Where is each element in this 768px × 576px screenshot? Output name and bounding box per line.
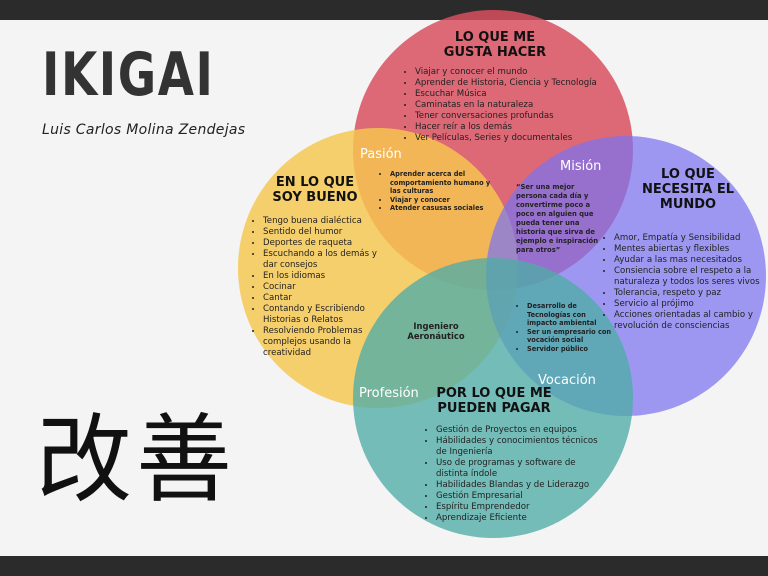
list-item: Gestión de Proyectos en equipos bbox=[436, 425, 608, 436]
list-item: Acciones orientadas al cambio y revoluci… bbox=[614, 310, 766, 332]
list-vocation: Desarrollo de Tecnologías con impacto am… bbox=[517, 302, 617, 354]
list-passion: Aprender acerca del comportamiento human… bbox=[380, 170, 492, 213]
list-item: Servicio al prójimo bbox=[614, 299, 766, 310]
list-item: Espíritu Emprendedor bbox=[436, 502, 608, 513]
list-item: Uso de programas y software de distinta … bbox=[436, 458, 608, 480]
kaizen-kanji: 改善 bbox=[36, 404, 236, 516]
list-item: Hacer reír a los demás bbox=[415, 122, 630, 133]
list-item: Deportes de raqueta bbox=[263, 238, 391, 249]
list-item: Tengo buena dialéctica bbox=[263, 216, 391, 227]
list-item: Tolerancia, respeto y paz bbox=[614, 288, 766, 299]
label-mission: Misión bbox=[560, 159, 602, 174]
label-vocation: Vocación bbox=[538, 373, 596, 388]
list-item: Escuchando a los demás y dar consejos bbox=[263, 249, 391, 271]
list-item: Escuchar Música bbox=[415, 89, 630, 100]
heading-love: LO QUE ME GUSTA HACER bbox=[443, 30, 547, 60]
list-item: Sentido del humor bbox=[263, 227, 391, 238]
list-item: Aprendizaje Eficiente bbox=[436, 513, 608, 524]
list-love: Viajar y conocer el mundoAprender de His… bbox=[403, 67, 630, 144]
label-passion: Pasión bbox=[360, 147, 402, 162]
list-item: Ayudar a las mas necesitados bbox=[614, 255, 766, 266]
list-item: En los idiomas bbox=[263, 271, 391, 282]
list-world: Amor, Empatía y SensibilidadMentes abier… bbox=[602, 233, 766, 332]
list-item: Cocinar bbox=[263, 282, 391, 293]
list-item: Servidor público bbox=[527, 345, 617, 354]
mission-quote: “Ser una mejor persona cada día y conver… bbox=[516, 183, 599, 254]
list-item: Contando y Escribiendo Historias o Relat… bbox=[263, 304, 391, 326]
author-name: Luis Carlos Molina Zendejas bbox=[42, 122, 246, 138]
list-item: Habilidades Blandas y de Liderazgo bbox=[436, 480, 608, 491]
list-item: Ver Películas, Series y documentales bbox=[415, 133, 630, 144]
list-item: Viajar y conocer bbox=[390, 196, 492, 205]
list-item: Desarrollo de Tecnologías con impacto am… bbox=[527, 302, 617, 328]
heading-good: EN LO QUE SOY BUENO bbox=[272, 175, 358, 205]
page-title: IKIGAI bbox=[42, 40, 215, 110]
center-ikigai: Ingeniero Aeronáutico bbox=[407, 321, 465, 341]
list-item: Viajar y conocer el mundo bbox=[415, 67, 630, 78]
list-paid: Gestión de Proyectos en equiposHábilidad… bbox=[424, 425, 608, 524]
list-item: Atender casusas sociales bbox=[390, 204, 492, 213]
heading-paid: POR LO QUE ME PUEDEN PAGAR bbox=[436, 386, 552, 416]
bottom-bar bbox=[0, 556, 768, 576]
list-item: Cantar bbox=[263, 293, 391, 304]
list-item: Aprender acerca del comportamiento human… bbox=[390, 170, 492, 196]
top-bar bbox=[0, 0, 768, 20]
list-item: Aprender de Historia, Ciencia y Tecnolog… bbox=[415, 78, 630, 89]
circle-paid bbox=[353, 258, 633, 538]
list-good: Tengo buena dialécticaSentido del humorD… bbox=[251, 216, 391, 359]
label-profession: Profesión bbox=[359, 386, 419, 401]
list-item: Amor, Empatía y Sensibilidad bbox=[614, 233, 766, 244]
list-item: Ser un empresario con vocación social bbox=[527, 328, 617, 345]
list-item: Tener conversaciones profundas bbox=[415, 111, 630, 122]
list-item: Consiencia sobre el respeto a la natural… bbox=[614, 266, 766, 288]
list-item: Caminatas en la naturaleza bbox=[415, 100, 630, 111]
list-item: Mentes abiertas y flexibles bbox=[614, 244, 766, 255]
list-item: Gestión Empresarial bbox=[436, 491, 608, 502]
list-item: Hábilidades y conocimientos técnicos de … bbox=[436, 436, 608, 458]
heading-world: LO QUE NECESITA EL MUNDO bbox=[642, 167, 734, 212]
list-item: Resolviendo Problemas complejos usando l… bbox=[263, 326, 391, 359]
